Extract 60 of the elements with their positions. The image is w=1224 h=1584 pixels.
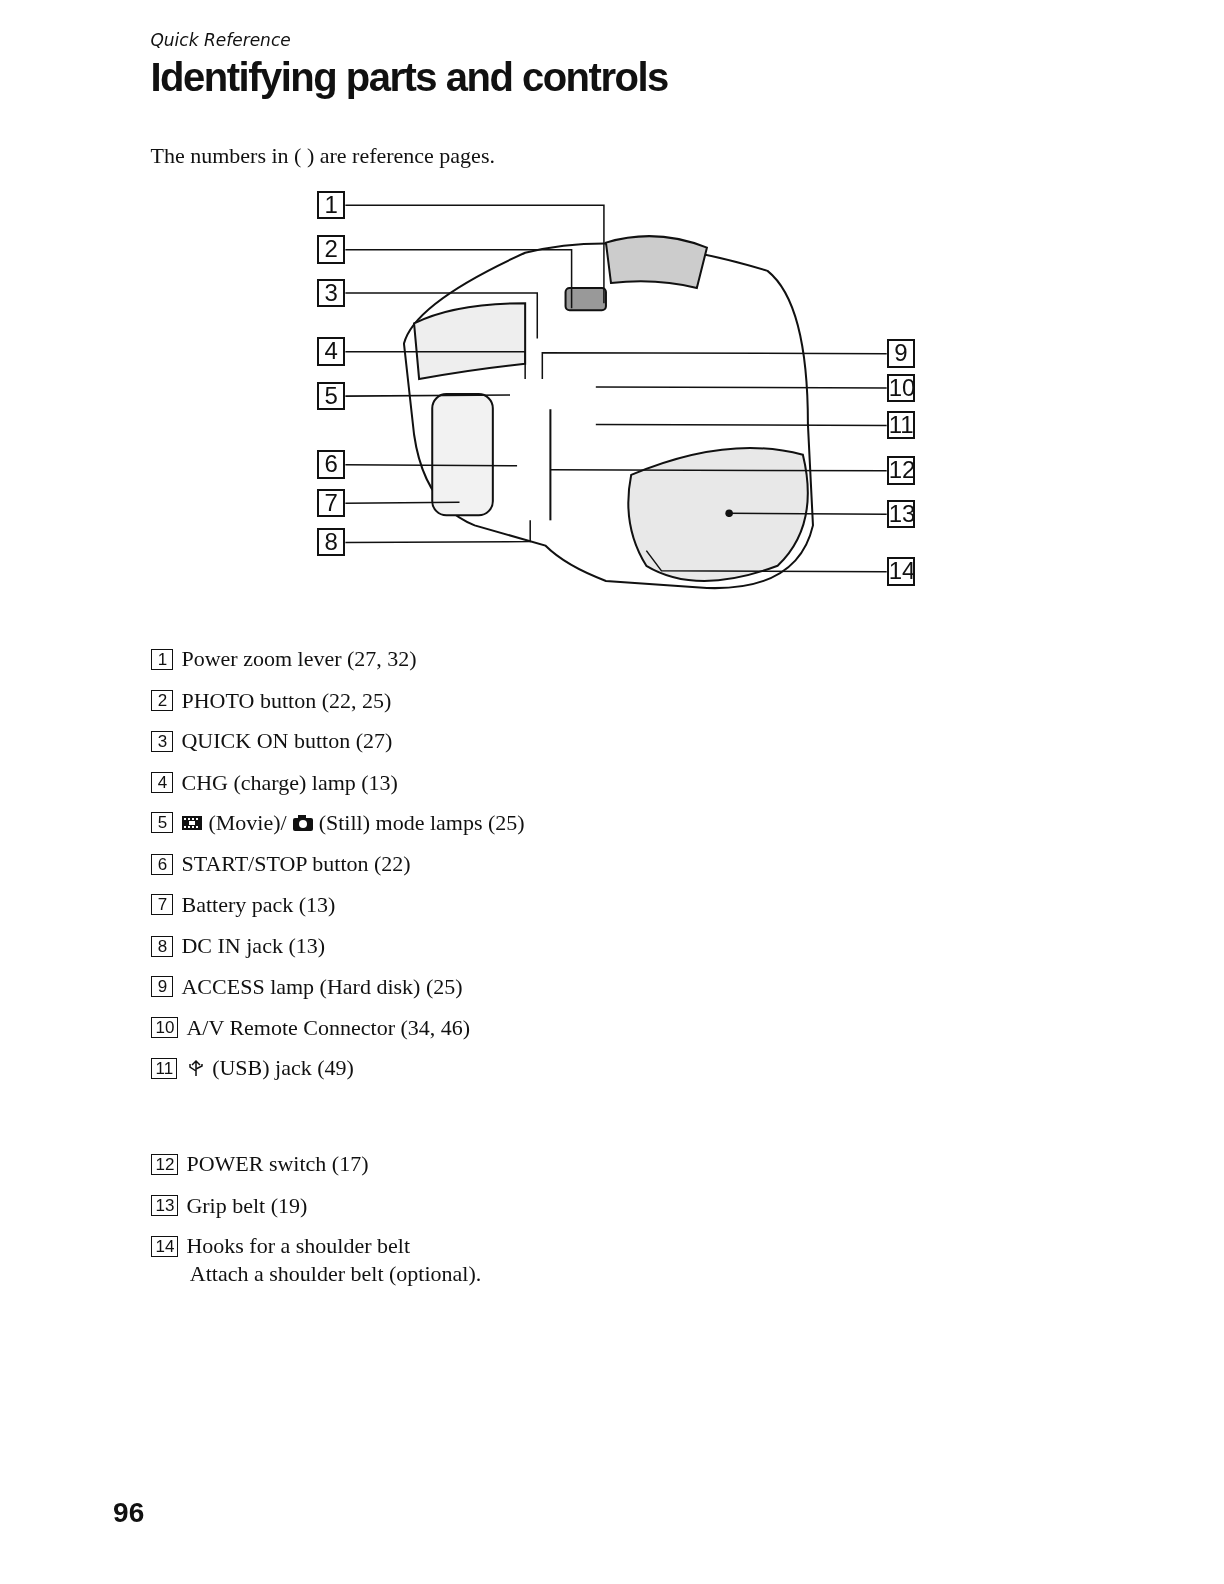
- item-description: QUICK ON button (27): [181, 728, 393, 755]
- leader-line: [549, 469, 888, 472]
- leader-line: [344, 501, 461, 504]
- callout-number: 4: [317, 337, 346, 366]
- leader-line: [344, 292, 539, 340]
- callout-number: 12: [886, 456, 915, 485]
- leader-line: [541, 351, 888, 380]
- callout-number: 7: [317, 488, 346, 518]
- callout-number: 5: [151, 812, 174, 834]
- callout-number: 7: [151, 894, 174, 916]
- item-description: DC IN jack (13): [181, 933, 326, 960]
- item-description: ACCESS lamp (Hard disk) (25): [181, 973, 463, 1000]
- callout-number: 3: [151, 730, 174, 752]
- item-description: POWER switch (17): [186, 1151, 369, 1178]
- callout-number: 14: [151, 1235, 179, 1257]
- callout-number: 8: [317, 528, 346, 557]
- callout-number: 1: [151, 648, 174, 670]
- callout-number: 10: [151, 1017, 179, 1039]
- callout-number: 2: [317, 235, 346, 264]
- leader-line: [344, 394, 511, 397]
- callout-number: 11: [151, 1057, 178, 1079]
- item-description: (Still) mode lamps (25): [318, 809, 525, 836]
- leader-line: [344, 248, 573, 309]
- leader-line: [344, 350, 526, 380]
- item-description: Grip belt (19): [186, 1192, 308, 1219]
- leader-line: [725, 509, 888, 518]
- callout-number: 9: [886, 339, 915, 368]
- callout-number: 3: [317, 278, 346, 307]
- callout-number: 4: [151, 772, 174, 794]
- item-description: START/STOP button (22): [181, 851, 411, 878]
- page-title: Identifying parts and controls: [150, 54, 668, 100]
- item-description: PHOTO button (22, 25): [181, 687, 392, 714]
- item-description: Attach a shoulder belt (optional).: [189, 1261, 482, 1288]
- callout-number: 1: [317, 190, 346, 220]
- callout-number: 8: [151, 935, 174, 957]
- item-description: A/V Remote Connector (34, 46): [186, 1014, 471, 1041]
- leader-line: [344, 519, 531, 544]
- callout-number: 6: [151, 853, 174, 875]
- item-description: (USB) jack (49): [212, 1055, 354, 1082]
- callout-number: 11: [886, 411, 915, 440]
- callout-number: 14: [886, 557, 915, 586]
- leader-line: [595, 386, 888, 389]
- callout-number: 9: [151, 976, 174, 998]
- item-description: CHG (charge) lamp (13): [181, 769, 398, 796]
- callout-number: 6: [317, 450, 346, 479]
- callout-number: 5: [317, 381, 346, 410]
- section-heading: Quick Reference: [150, 30, 291, 51]
- item-description: Hooks for a shoulder belt: [186, 1233, 411, 1260]
- leader-line: [344, 464, 518, 467]
- item-description: Battery pack (13): [181, 891, 336, 918]
- leader-line: [344, 204, 605, 304]
- callout-number: 12: [151, 1153, 179, 1175]
- leader-line: [645, 549, 888, 573]
- callout-number: 13: [151, 1195, 179, 1217]
- intro-note: The numbers in ( ) are reference pages.: [150, 143, 495, 170]
- leader-line: [595, 423, 888, 427]
- page-number: 96: [113, 1496, 145, 1529]
- callout-number: 2: [151, 690, 174, 712]
- item-description: (Movie)/: [208, 809, 287, 836]
- item-description: Power zoom lever (27, 32): [181, 646, 417, 673]
